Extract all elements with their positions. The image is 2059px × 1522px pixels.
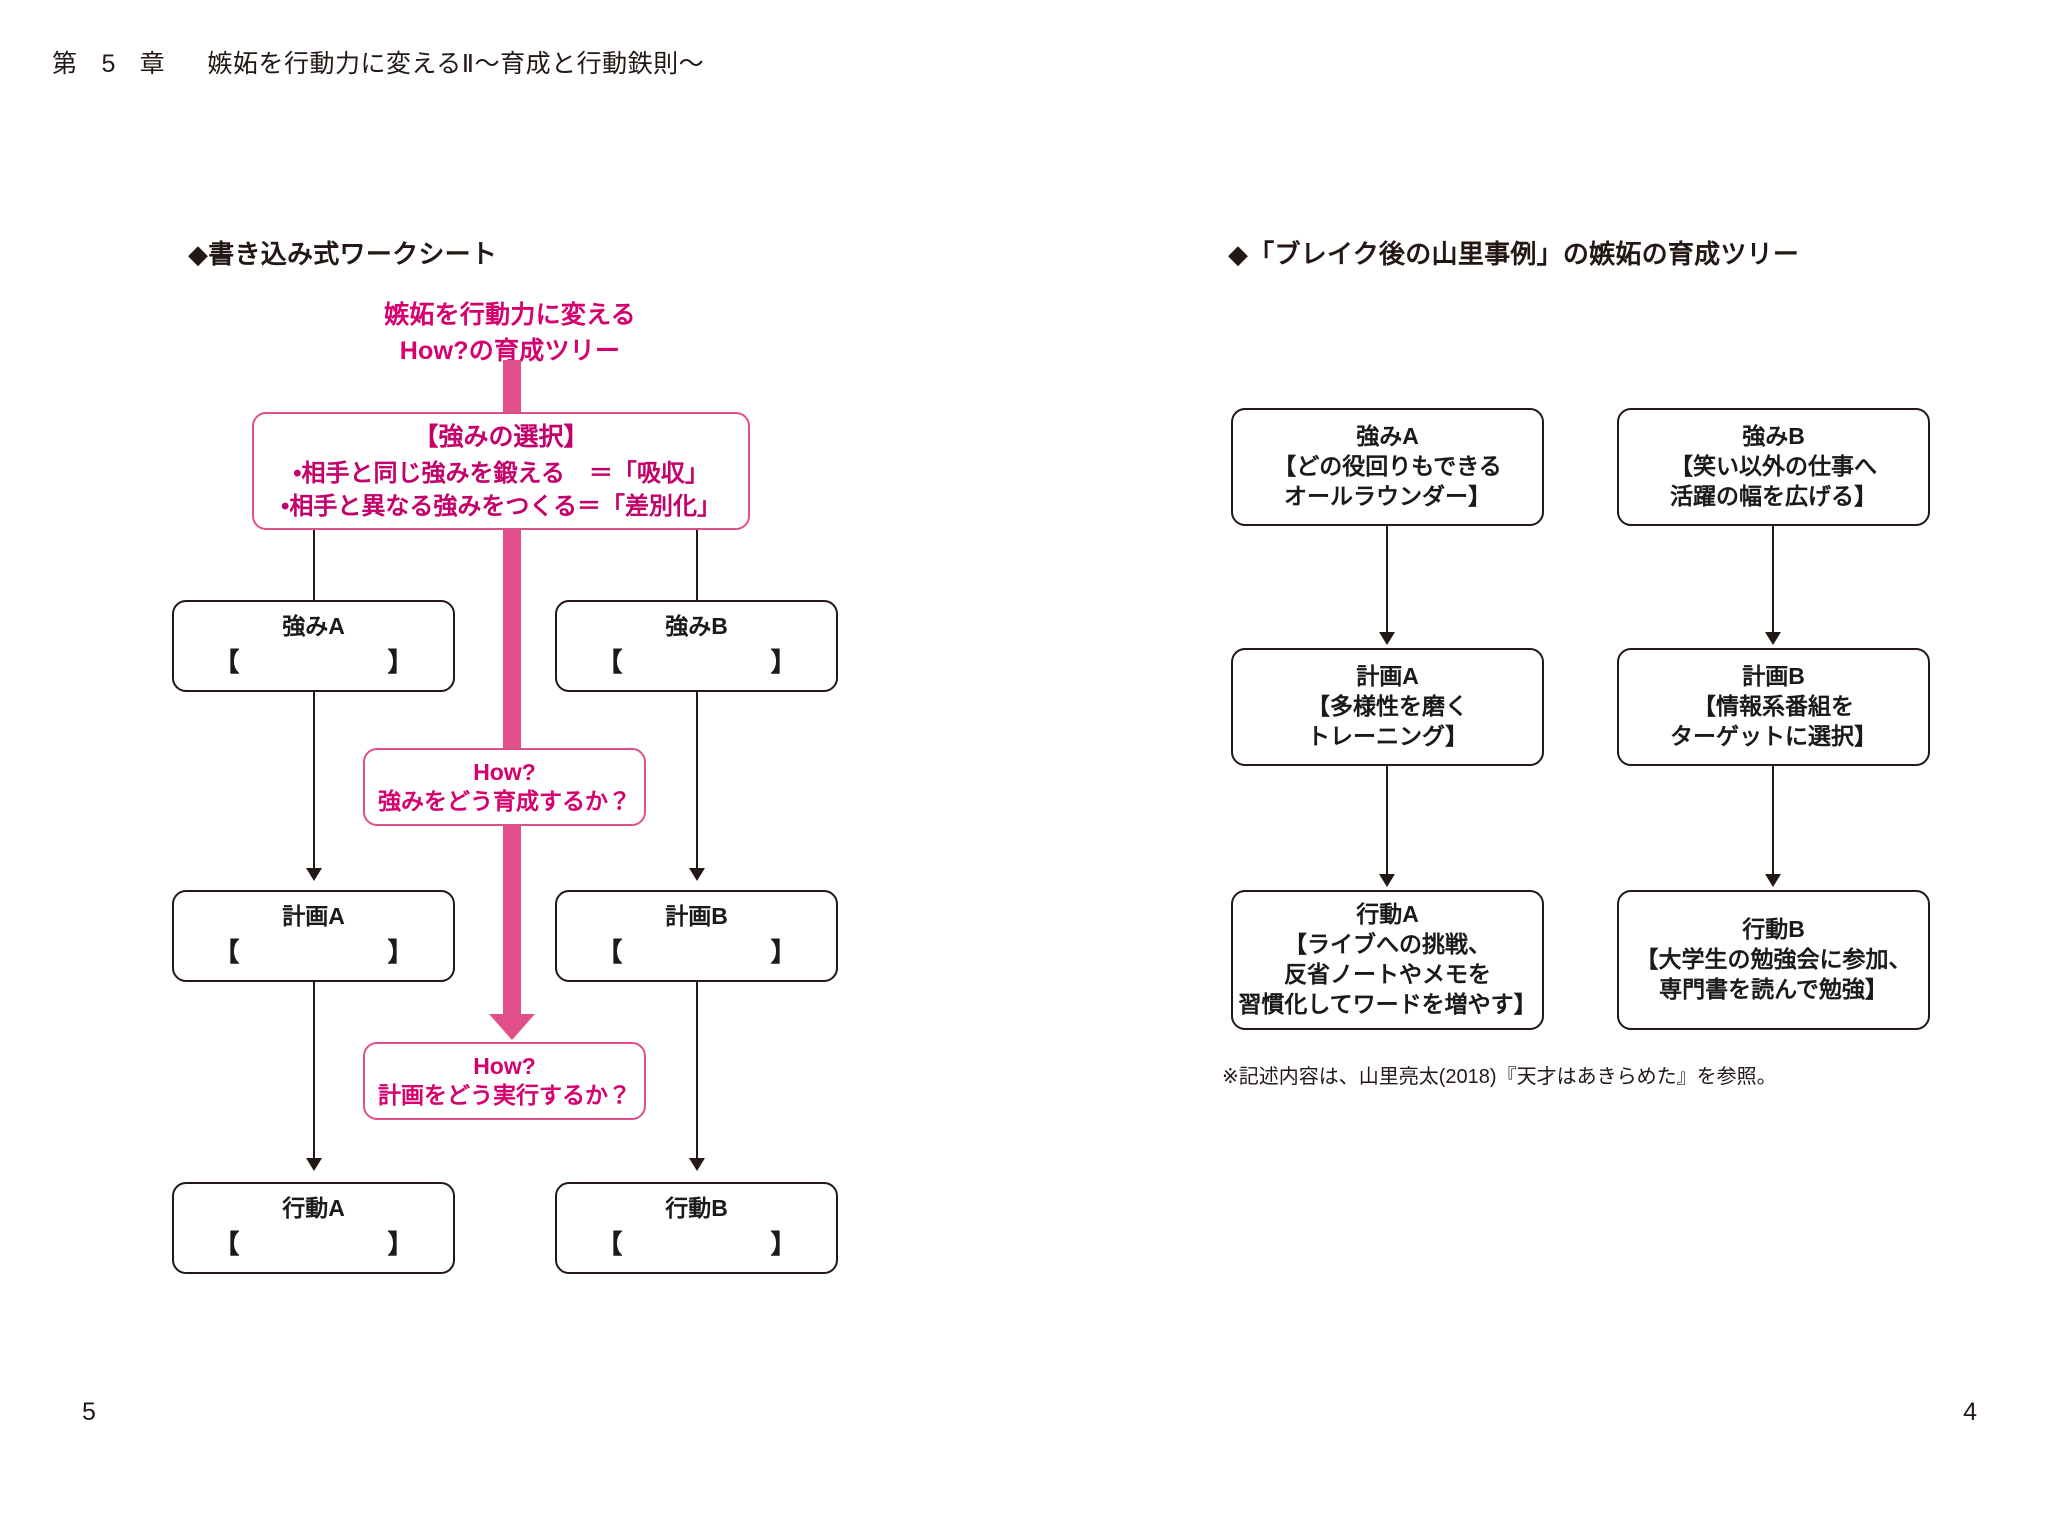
case-node-label: 強みB [1742,423,1805,450]
worksheet-slot-blank[interactable]: 【 】 [214,932,414,969]
right-panel-heading: ◆「ブレイク後の山里事例」の嫉妬の育成ツリー [1228,239,1800,269]
case-node-line: 専門書を読んで勉強】 [1659,976,1888,1003]
case-node-label: 強みA [1356,423,1419,450]
bracket-open: 【 [596,1229,623,1260]
how-callout-text: 計画をどう実行するか？ [378,1082,631,1108]
arrowhead-case-strength-b-to-plan-b [1765,632,1781,645]
connector-case-plan-b-to-action-b [1772,766,1774,876]
case-node-line: ターゲットに選択】 [1670,723,1877,750]
bracket-close: 】 [387,1229,414,1260]
bracket-close: 】 [387,647,414,678]
connector-plan-b-to-action-b [696,982,698,1160]
worksheet-slot-label: 計画A [282,902,345,929]
case-node-line: トレーニング】 [1307,723,1468,750]
case-node-action-a: 行動A 【ライブへの挑戦、 反省ノートやメモを 習慣化してワードを増やす】 [1231,890,1544,1030]
bracket-close: 】 [770,1229,797,1260]
worksheet-slot-label: 強みB [665,612,728,639]
arrowhead-case-plan-b-to-action-b [1765,874,1781,887]
case-node-label: 計画A [1356,663,1419,690]
page-number-right: 4 [1963,1398,1977,1426]
source-footnote: ※記述内容は、山里亮太(2018)『天才はあきらめた』を参照。 [1222,1066,1777,1088]
case-node-label: 行動B [1742,916,1805,943]
worksheet-slot-plan-b[interactable]: 計画B 【 】 [555,890,838,982]
bracket-open: 【 [596,647,623,678]
arrowhead-case-plan-a-to-action-a [1379,874,1395,887]
case-node-label: 行動A [1356,901,1419,928]
bracket-open: 【 [213,647,240,678]
chapter-title: 嫉妬を行動力に変えるⅡ～育成と行動鉄則～ [207,50,705,78]
case-node-strength-b: 強みB 【笑い以外の仕事へ 活躍の幅を広げる】 [1617,408,1930,526]
page-number-left: 5 [82,1398,96,1426]
bracket-close: 】 [770,937,797,968]
worksheet-slot-label: 強みA [282,612,345,639]
worksheet-slot-blank[interactable]: 【 】 [597,642,797,679]
how-callout-question: How? [473,758,536,785]
worksheet-slot-label: 計画B [665,902,728,929]
bracket-open: 【 [213,1229,240,1260]
case-node-strength-a: 強みA 【どの役回りもできる オールラウンダー】 [1231,408,1544,526]
case-node-line: 【笑い以外の仕事へ [1670,453,1877,480]
bracket-close: 】 [387,937,414,968]
connector-strength-a-to-plan-a [313,692,315,870]
how-callout-text: 強みをどう育成するか？ [378,788,631,814]
running-header: 第 5 章 嫉妬を行動力に変えるⅡ～育成と行動鉄則～ [52,44,704,80]
arrowhead-strength-b-to-plan-b [689,868,705,881]
strength-selection-line-2: •相手と異なる強みをつくる＝「差別化」 [281,492,721,520]
connector-case-strength-a-to-plan-a [1386,526,1388,634]
worksheet-slot-blank[interactable]: 【 】 [597,1224,797,1261]
strength-selection-title: 【強みの選択】 [413,423,589,452]
bracket-open: 【 [596,937,623,968]
worksheet-slot-plan-a[interactable]: 計画A 【 】 [172,890,455,982]
case-node-action-b: 行動B 【大学生の勉強会に参加、 専門書を読んで勉強】 [1617,890,1930,1030]
worksheet-slot-blank[interactable]: 【 】 [214,1224,414,1261]
worksheet-slot-label: 行動B [665,1194,728,1221]
chapter-number: 第 5 章 [52,50,174,78]
connector-selection-to-strength-a [313,530,315,600]
case-node-label: 計画B [1742,663,1805,690]
case-node-line: 反省ノートやメモを [1284,961,1491,988]
worksheet-slot-label: 行動A [282,1194,345,1221]
arrowhead-plan-a-to-action-a [306,1158,322,1171]
worksheet-slot-action-b[interactable]: 行動B 【 】 [555,1182,838,1274]
case-node-plan-a: 計画A 【多様性を磨く トレーニング】 [1231,648,1544,766]
case-node-line: 【ライブへの挑戦、 [1284,931,1491,958]
connector-plan-a-to-action-a [313,982,315,1160]
strength-selection-box: 【強みの選択】 •相手と同じ強みを鍛える ＝「吸収」 •相手と異なる強みをつくる… [252,412,750,530]
worksheet-slot-strength-a[interactable]: 強みA 【 】 [172,600,455,692]
arrowhead-plan-b-to-action-b [689,1158,705,1171]
strength-selection-line-1: •相手と同じ強みを鍛える ＝「吸収」 [293,459,709,487]
connector-strength-b-to-plan-b [696,692,698,870]
how-callout-grow-strength: How? 強みをどう育成するか？ [363,748,646,826]
pink-trunk-arrow-head [489,1014,535,1040]
connector-selection-to-strength-b [696,530,698,600]
worksheet-tree-title: 嫉妬を行動力に変える How?の育成ツリー [330,298,690,369]
arrowhead-strength-a-to-plan-a [306,868,322,881]
arrowhead-case-strength-a-to-plan-a [1379,632,1395,645]
worksheet-slot-blank[interactable]: 【 】 [597,932,797,969]
connector-case-plan-a-to-action-a [1386,766,1388,876]
how-callout-execute-plan: How? 計画をどう実行するか？ [363,1042,646,1120]
case-node-line: 【多様性を磨く [1307,693,1468,720]
left-panel-heading: ◆書き込み式ワークシート [188,239,498,269]
case-node-line: 習慣化してワードを増やす】 [1238,990,1537,1017]
worksheet-tree-title-line1: 嫉妬を行動力に変える [384,301,636,329]
connector-case-strength-b-to-plan-b [1772,526,1774,634]
case-node-line: 活躍の幅を広げる】 [1670,483,1877,510]
case-node-plan-b: 計画B 【情報系番組を ターゲットに選択】 [1617,648,1930,766]
how-callout-question: How? [473,1052,536,1079]
bracket-close: 】 [770,647,797,678]
case-node-line: 【大学生の勉強会に参加、 [1635,946,1912,973]
worksheet-slot-action-a[interactable]: 行動A 【 】 [172,1182,455,1274]
worksheet-slot-blank[interactable]: 【 】 [214,642,414,679]
case-node-line: 【情報系番組を [1693,693,1854,720]
case-node-line: オールラウンダー】 [1284,483,1491,510]
bracket-open: 【 [213,937,240,968]
worksheet-tree-title-line2: How?の育成ツリー [399,336,621,365]
worksheet-slot-strength-b[interactable]: 強みB 【 】 [555,600,838,692]
case-node-line: 【どの役回りもできる [1273,453,1502,480]
